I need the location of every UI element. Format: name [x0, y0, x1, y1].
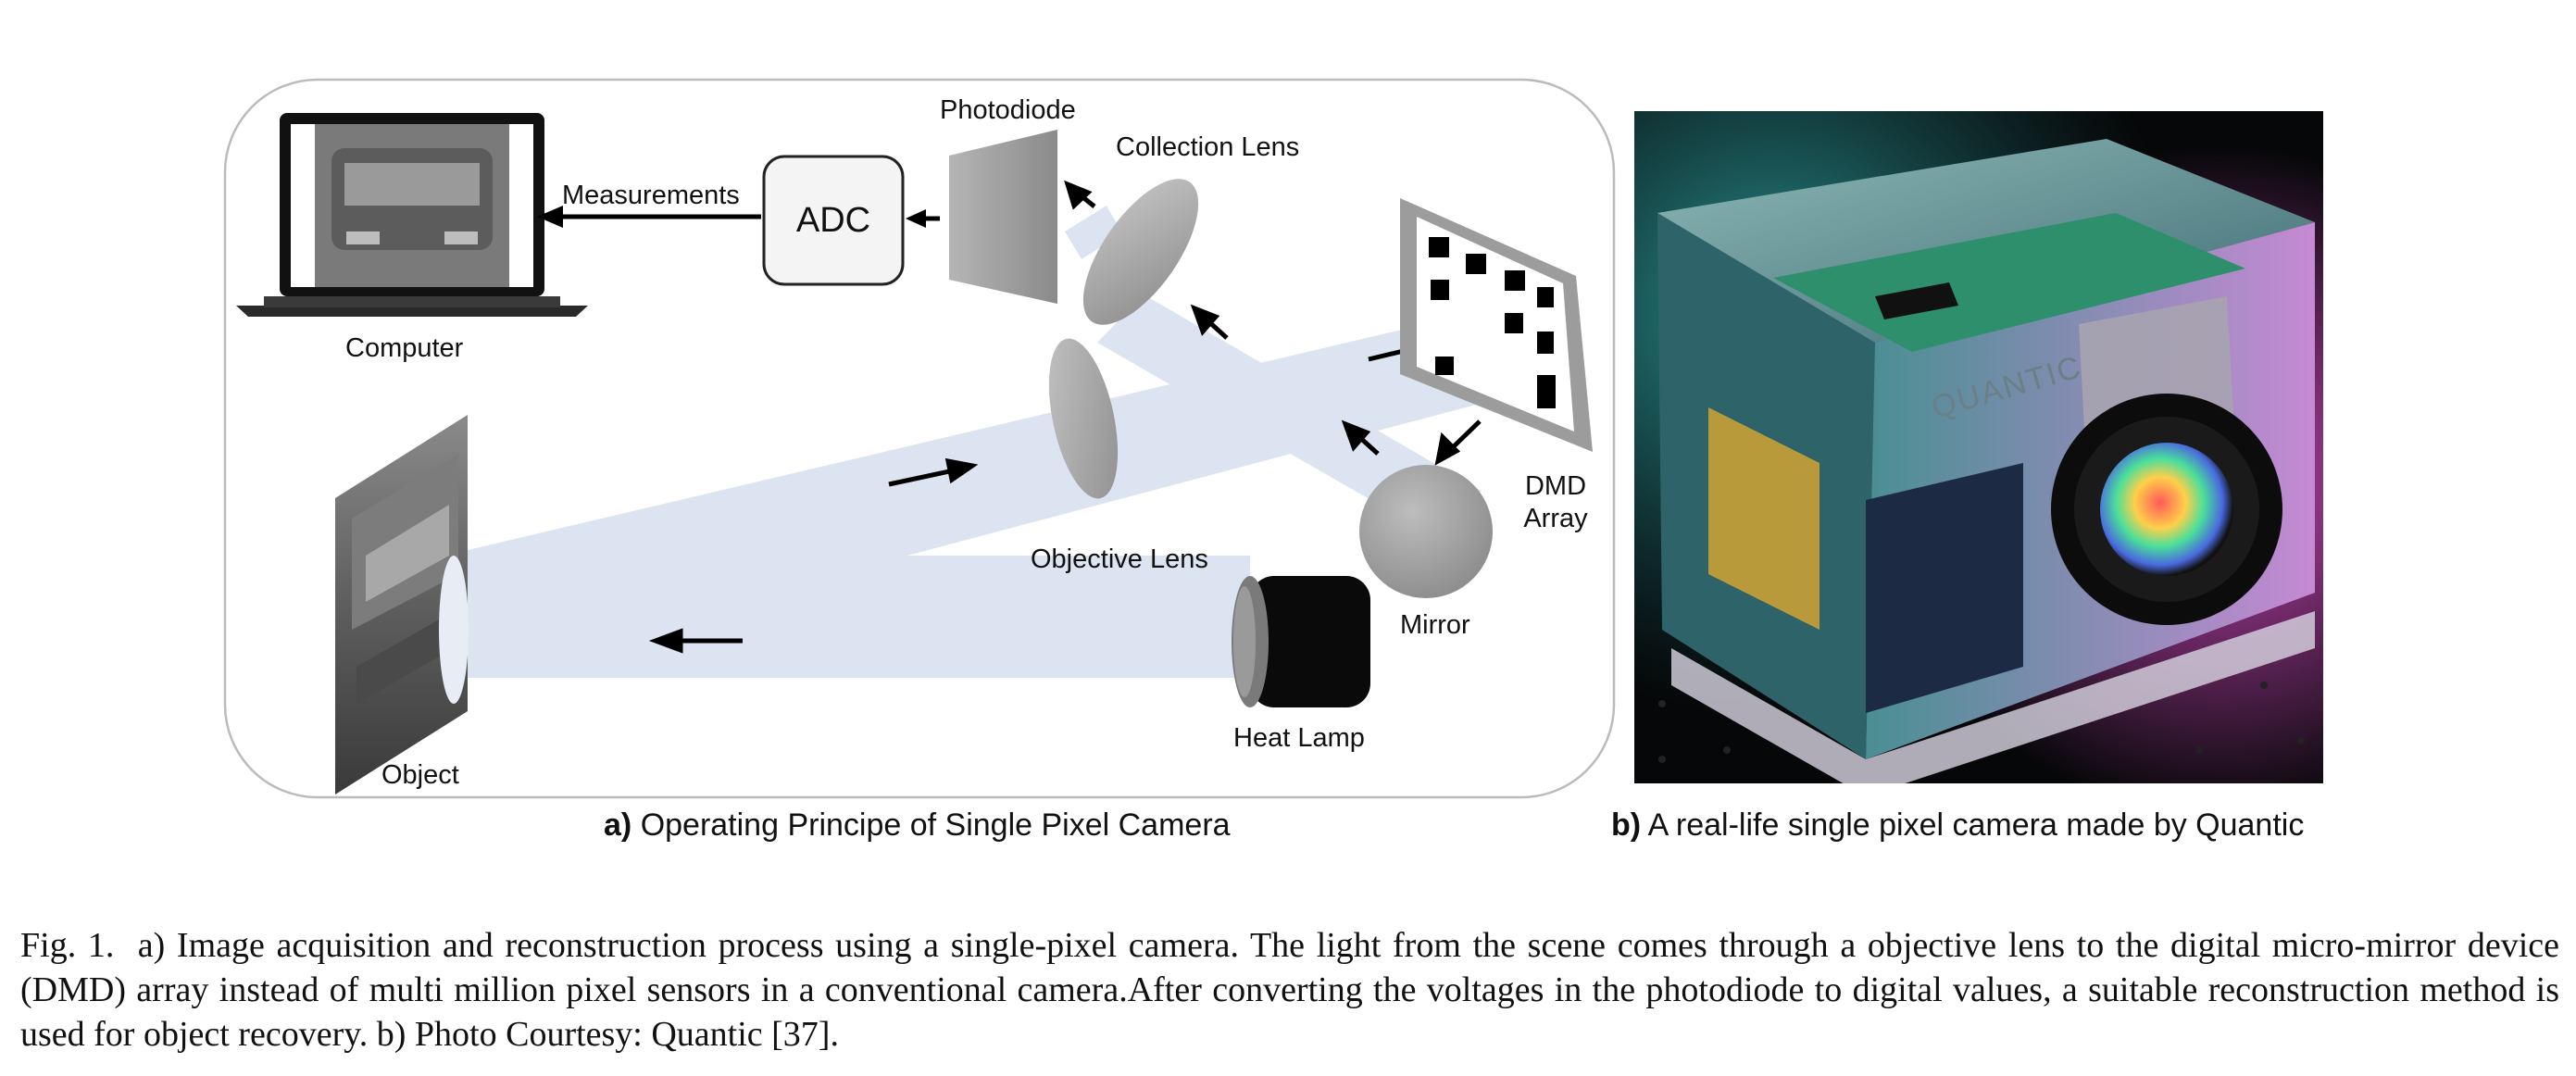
panel-a-caption: a) Operating Principe of Single Pixel Ca…	[604, 807, 1231, 844]
object-label: Object	[381, 760, 459, 790]
panel-a-caption-prefix: a)	[604, 807, 632, 843]
panel-b-caption: b) A real-life single pixel camera made …	[1611, 807, 2304, 844]
dmd-array	[1400, 198, 1593, 452]
heat-lamp-label: Heat Lamp	[1233, 723, 1365, 753]
computer-laptop	[236, 113, 588, 317]
figure-caption-label: Fig. 1.	[20, 926, 115, 965]
photodiode-label: Photodiode	[940, 95, 1076, 125]
panel-b-caption-text: A real-life single pixel camera made by …	[1647, 807, 2305, 843]
collection-lens	[1082, 179, 1199, 325]
panel-a-caption-text: Operating Principe of Single Pixel Camer…	[640, 807, 1231, 843]
photodiode-adc-arrow	[906, 209, 940, 228]
panel-a-frame	[223, 78, 1616, 799]
single-pixel-camera-photo: QUANTIC	[1634, 111, 2323, 783]
objective-lens	[1048, 338, 1119, 499]
heat-lamp	[1232, 576, 1370, 707]
light-beams	[444, 206, 1535, 678]
adc-box	[762, 155, 905, 286]
adc-label: ADC	[796, 201, 870, 240]
mirror	[1359, 465, 1493, 598]
figure-caption: Fig. 1. a) Image acquisition and reconst…	[20, 923, 2559, 1057]
objective-lens-label: Objective Lens	[1031, 544, 1208, 574]
panel-b-caption-prefix: b)	[1611, 807, 1642, 843]
photodiode	[949, 130, 1057, 304]
dmd-label-line2: Array	[1523, 504, 1588, 533]
object-image	[335, 415, 469, 794]
figure-caption-text: a) Image acquisition and reconstruction …	[20, 926, 2559, 1054]
mirror-label: Mirror	[1400, 610, 1470, 640]
dmd-label-line1: DMD	[1525, 471, 1586, 501]
measurements-label: Measurements	[562, 181, 740, 210]
collection-lens-label: Collection Lens	[1116, 132, 1299, 162]
measurements-arrow	[537, 206, 761, 228]
computer-label: Computer	[345, 333, 464, 363]
